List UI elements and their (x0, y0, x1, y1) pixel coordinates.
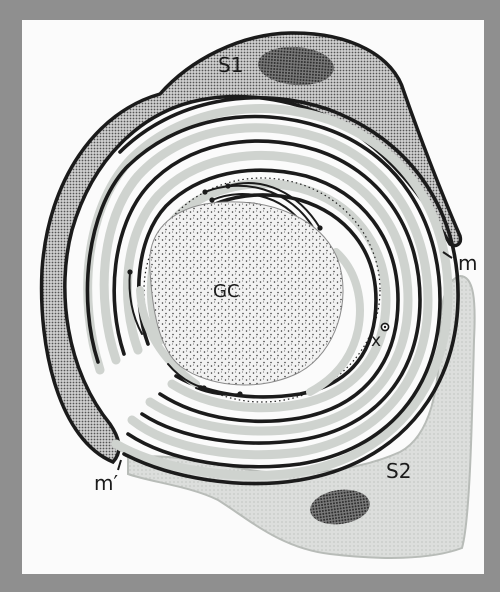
axon-gc (150, 202, 343, 385)
label-x: x (371, 331, 381, 351)
label-s2: S2 (386, 459, 411, 483)
label-m-bottom: m′ (94, 471, 118, 495)
label-gc: GC (213, 281, 240, 302)
label-m-top: m (458, 251, 477, 275)
label-s1: S1 (218, 53, 243, 77)
point-x-center (384, 326, 386, 328)
